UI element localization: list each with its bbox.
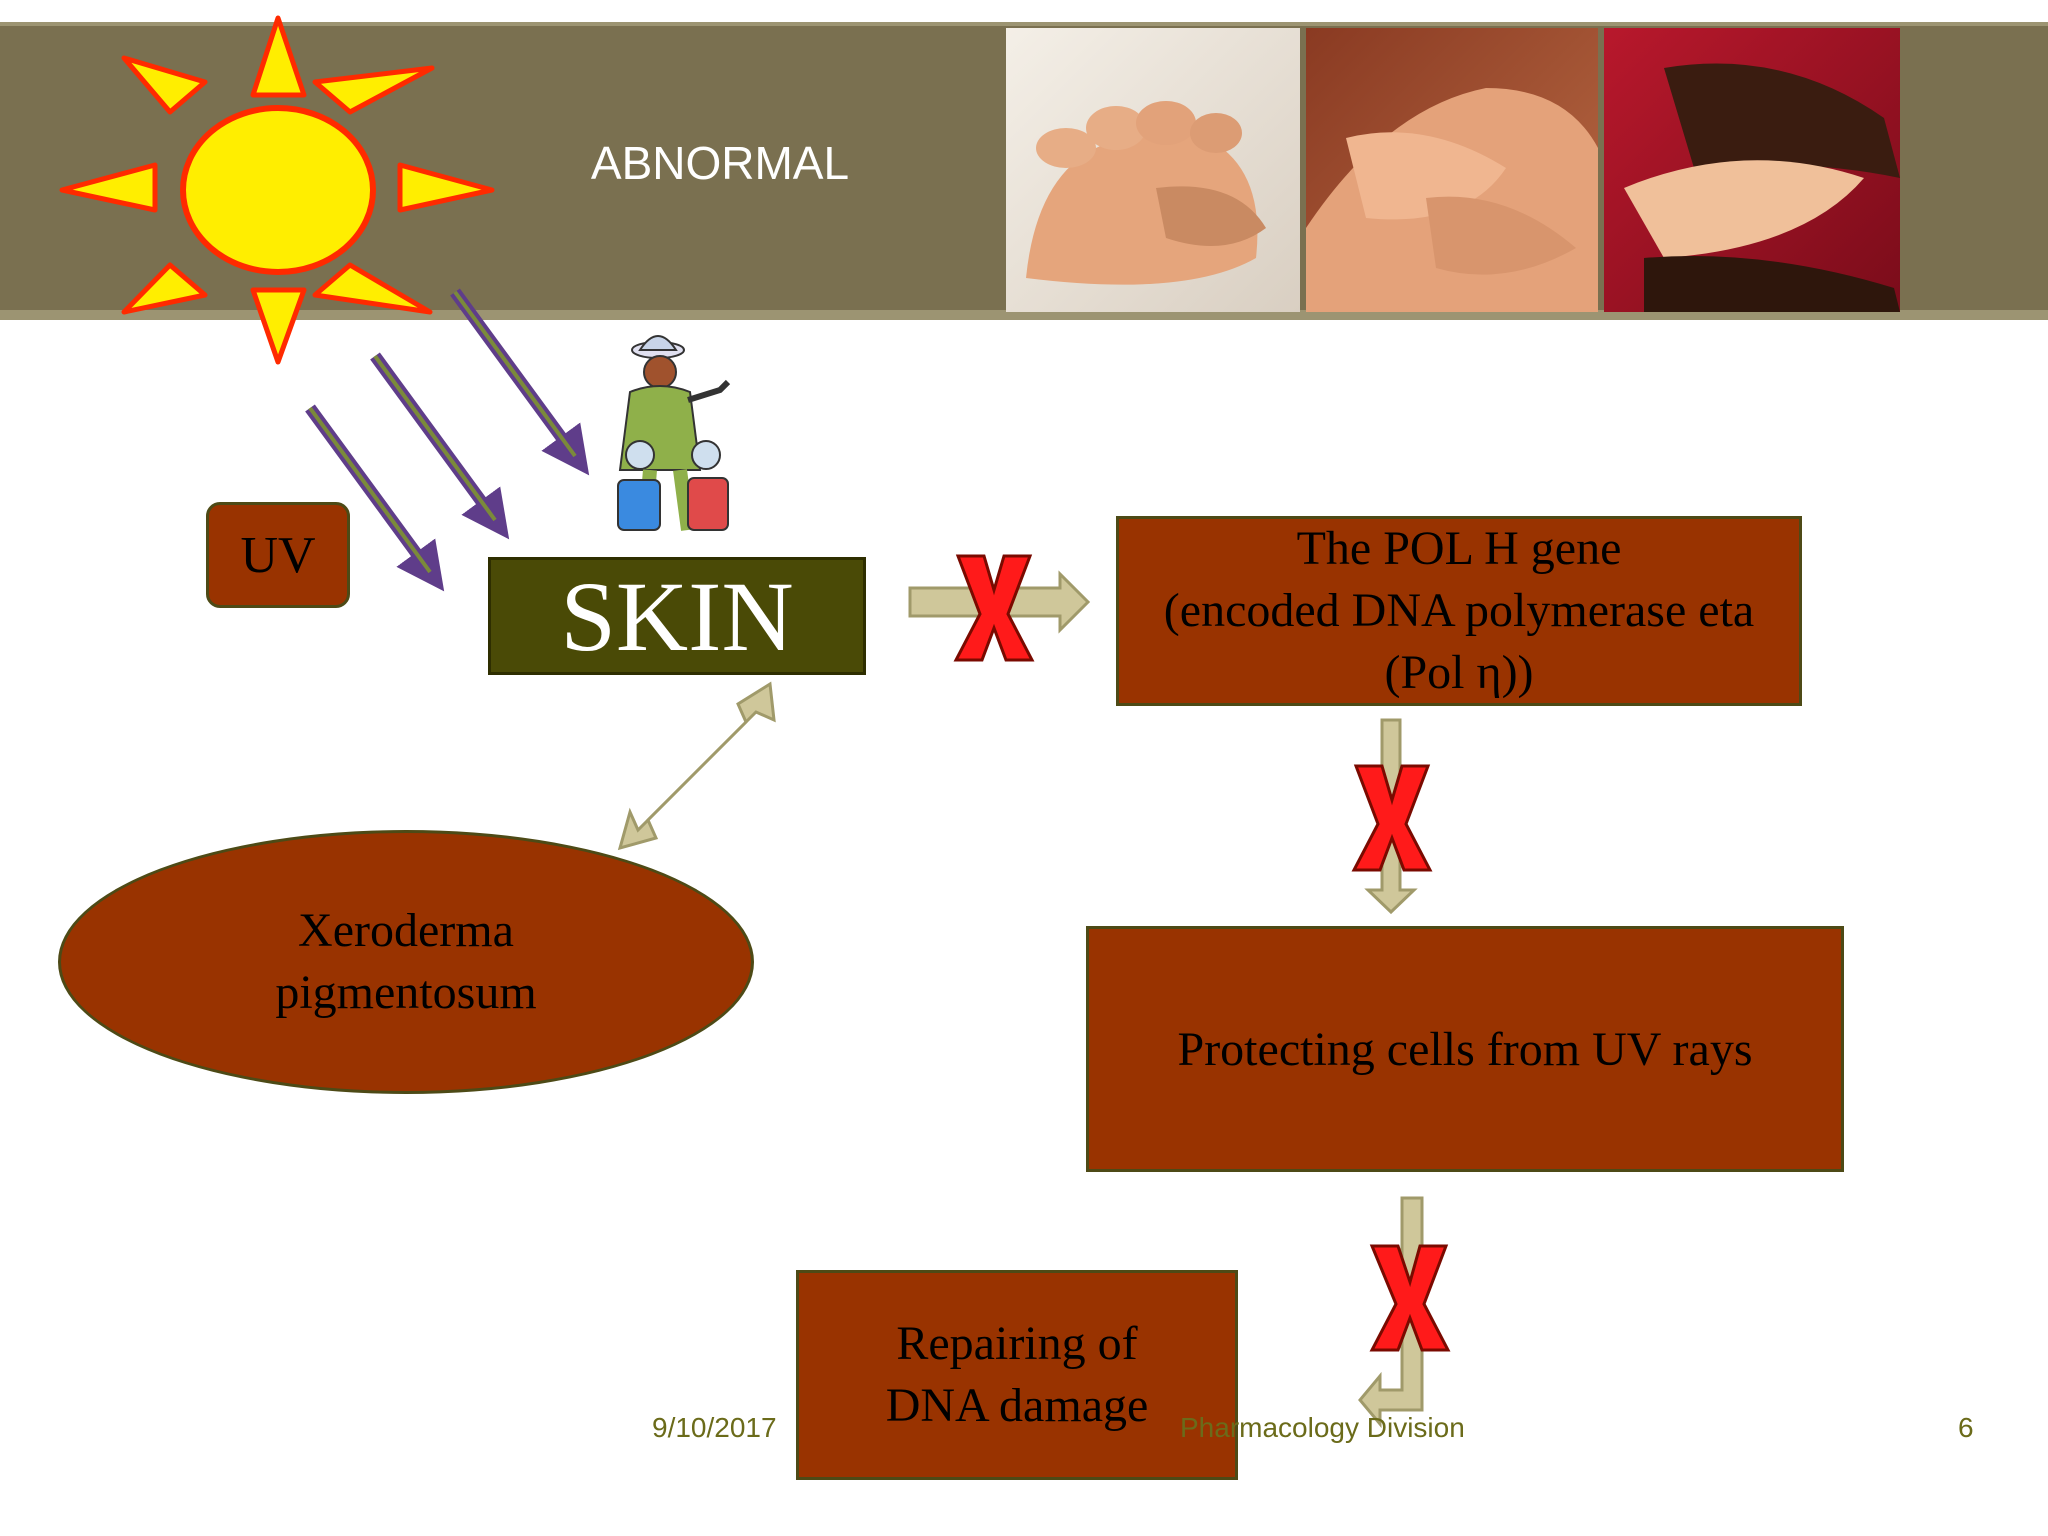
slide-title: ABNORMAL bbox=[590, 137, 850, 189]
repair-line-1: Repairing of bbox=[896, 1317, 1138, 1370]
block-x-icon bbox=[953, 554, 1035, 662]
hands-photo bbox=[1306, 28, 1598, 312]
pol-h-gene-line-1: The POL H gene bbox=[1296, 522, 1622, 575]
sun-icon bbox=[59, 15, 495, 365]
protecting-cells-node: Protecting cells from UV rays bbox=[1086, 926, 1844, 1172]
uv-node: UV bbox=[206, 502, 350, 608]
xeroderma-node: Xeroderma pigmentosum bbox=[58, 830, 754, 1094]
traveler-clipart-icon bbox=[617, 335, 731, 531]
block-x-icon bbox=[1369, 1244, 1451, 1352]
hands-photo bbox=[1604, 28, 1900, 312]
footer-page-number: 6 bbox=[1958, 1412, 1974, 1443]
pol-h-gene-line-3: (Pol η)) bbox=[1384, 646, 1534, 699]
repairing-dna-node: Repairing of DNA damage bbox=[796, 1270, 1238, 1480]
header-rule-top bbox=[0, 22, 2048, 26]
pol-h-gene-line-2: (encoded DNA polymerase eta bbox=[1163, 584, 1755, 637]
footer-date: 9/10/2017 bbox=[652, 1412, 777, 1443]
arrow-skin-xeroderma bbox=[617, 681, 776, 851]
xeroderma-line-1: Xeroderma bbox=[298, 904, 514, 957]
hands-photo bbox=[1006, 28, 1300, 312]
pol-h-gene-node: The POL H gene (encoded DNA polymerase e… bbox=[1116, 516, 1802, 706]
repair-line-2: DNA damage bbox=[885, 1379, 1149, 1432]
footer-division: Pharmacology Division bbox=[1180, 1412, 1465, 1443]
block-x-icon bbox=[1351, 764, 1433, 872]
xeroderma-line-2: pigmentosum bbox=[275, 966, 537, 1019]
skin-node: SKIN bbox=[488, 557, 866, 675]
header-rule-bottom bbox=[0, 310, 2048, 320]
